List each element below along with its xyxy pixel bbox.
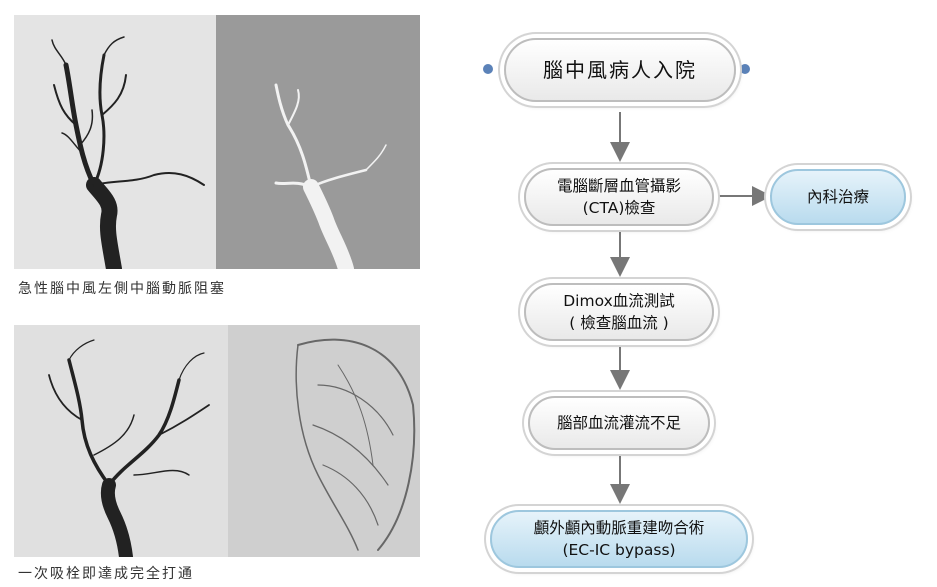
connector-dot-left: [483, 64, 493, 74]
node-patient-admission: 腦中風病人入院: [504, 38, 736, 102]
node-ec-ic-bypass: 顱外顱內動脈重建吻合術 (EC-IC bypass): [490, 510, 748, 568]
node-dimox-line1: Dimox血流測試: [563, 292, 675, 310]
node-insufficient-perfusion: 腦部血流灌流不足: [528, 396, 710, 450]
node-cta-exam: 電腦斷層血管攝影 (CTA)檢查: [524, 168, 714, 226]
node-bypass-line1: 顱外顱內動脈重建吻合術: [533, 519, 705, 537]
connector-dot-right: [740, 64, 750, 74]
caption-top: 急性腦中風左側中腦動脈阻塞: [18, 281, 226, 297]
node-insufficient-label: 腦部血流灌流不足: [556, 414, 681, 432]
angiogram-top-right: [216, 15, 420, 269]
angiogram-bottom-right: [228, 325, 420, 557]
node-dimox-test: Dimox血流測試 ( 檢查腦血流 ): [524, 283, 714, 341]
node-bypass-line2: (EC-IC bypass): [562, 541, 676, 559]
angiogram-top-left: [14, 15, 216, 269]
flowchart: 腦中風病人入院 電腦斷層血管攝影 (CTA)檢查 內科治療 Dimox血流測試 …: [470, 0, 937, 587]
node-cta-line1: 電腦斷層血管攝影: [556, 177, 681, 195]
node-cta-line2: (CTA)檢查: [582, 199, 656, 217]
node-patient-admission-label: 腦中風病人入院: [543, 58, 697, 82]
flow-arrows: [610, 112, 772, 504]
node-dimox-line2: ( 檢查腦血流 ): [569, 314, 669, 332]
node-internal-medicine: 內科治療: [770, 169, 906, 225]
caption-bottom: 一次吸栓即達成完全打通: [18, 566, 194, 582]
node-internal-medicine-label: 內科治療: [806, 188, 869, 206]
angiogram-bottom-left: [14, 325, 228, 557]
